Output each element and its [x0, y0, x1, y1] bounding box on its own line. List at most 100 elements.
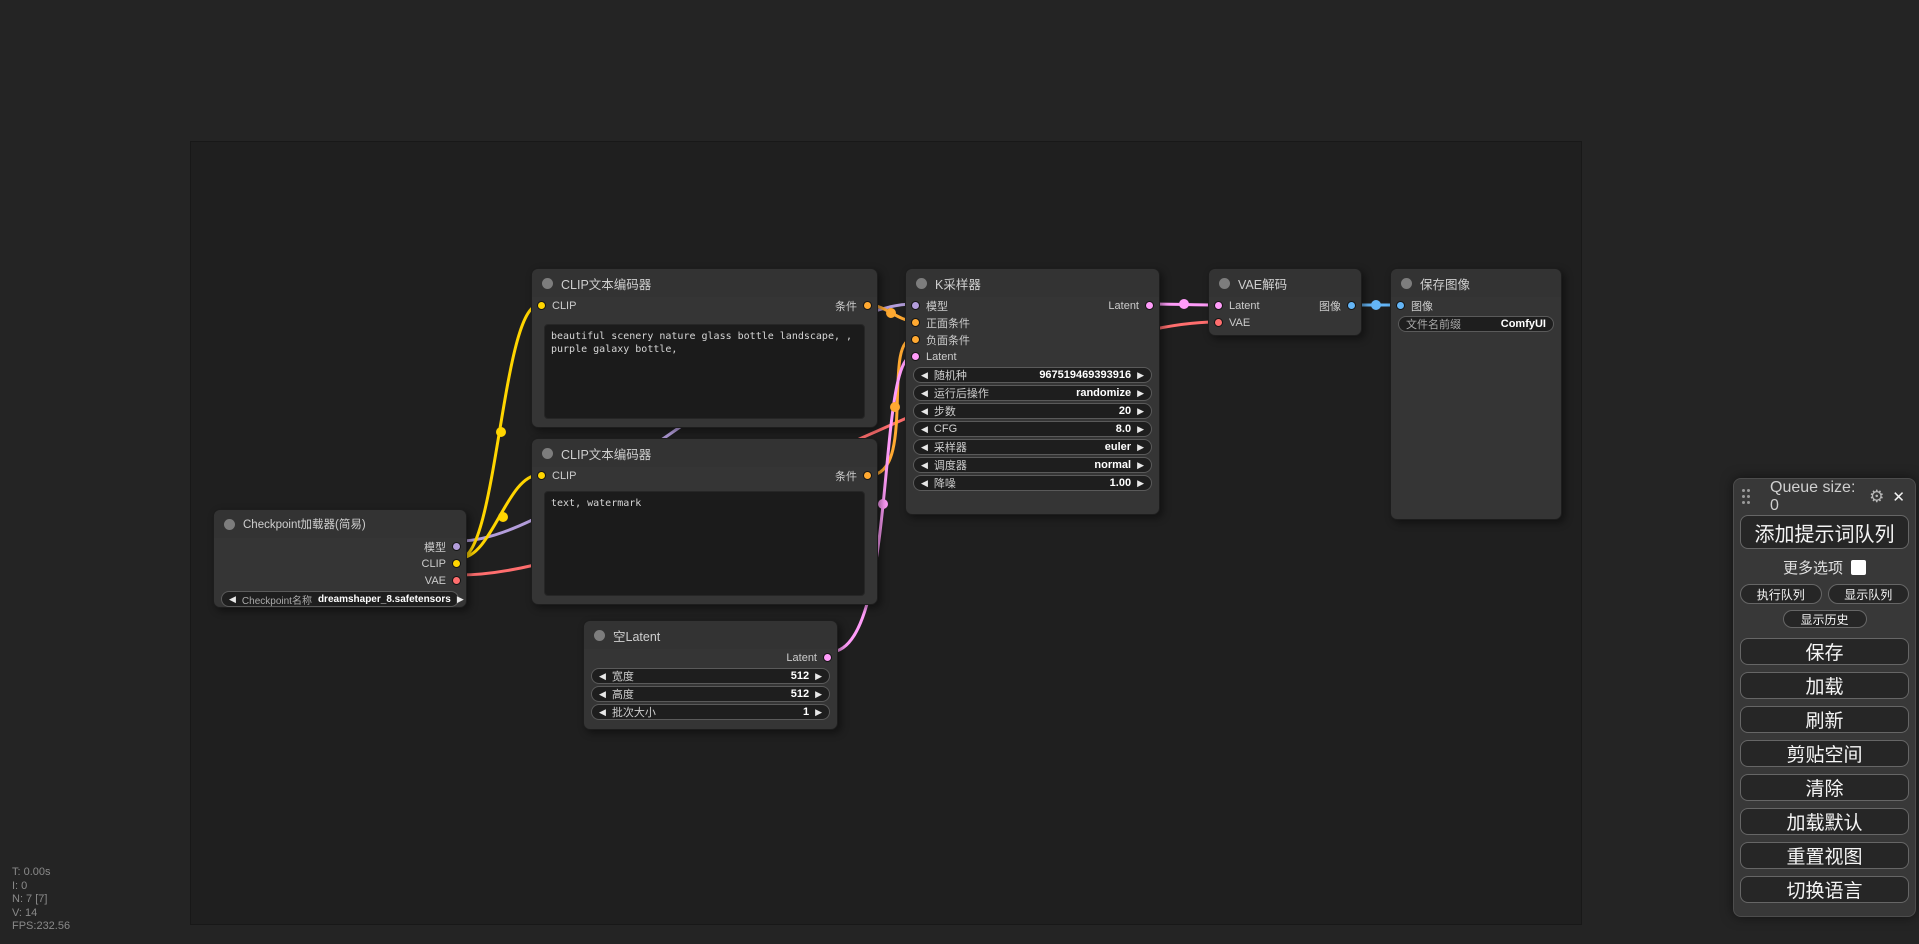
- node-clip-encode-positive[interactable]: CLIP文本编码器 CLIP 条件 beautiful scenery natu…: [531, 268, 878, 428]
- arrow-left-icon[interactable]: ◀: [599, 688, 606, 699]
- show-history-button[interactable]: 显示历史: [1782, 610, 1867, 628]
- arrow-right-icon[interactable]: ▶: [1137, 441, 1144, 452]
- filename-prefix-widget[interactable]: 文件名前缀 ComfyUI: [1398, 316, 1554, 332]
- image-port-icon[interactable]: [1396, 301, 1405, 310]
- arrow-left-icon[interactable]: ◀: [599, 670, 606, 681]
- node-vae-decode[interactable]: VAE解码 Latent 图像 VAE: [1208, 268, 1362, 336]
- collapse-dot-icon[interactable]: [1401, 277, 1412, 289]
- arrow-left-icon[interactable]: ◀: [921, 477, 928, 488]
- input-clip[interactable]: CLIP: [537, 470, 576, 482]
- output-model[interactable]: 模型: [214, 538, 466, 555]
- collapse-dot-icon[interactable]: [1219, 277, 1230, 289]
- collapse-dot-icon[interactable]: [542, 447, 553, 459]
- arrow-left-icon[interactable]: ◀: [921, 369, 928, 380]
- link-dot[interactable]: [1179, 299, 1189, 309]
- node-title-bar[interactable]: 保存图像: [1391, 269, 1561, 297]
- link-dot[interactable]: [498, 512, 508, 522]
- arrow-right-icon[interactable]: ▶: [1137, 459, 1144, 470]
- arrow-left-icon[interactable]: ◀: [921, 459, 928, 470]
- node-clip-encode-negative[interactable]: CLIP文本编码器 CLIP 条件 text, watermark: [531, 438, 878, 605]
- seed-widget[interactable]: ◀ 随机种 967519469393916 ▶: [913, 367, 1152, 383]
- input-clip[interactable]: CLIP: [537, 300, 576, 312]
- denoise-widget[interactable]: ◀ 降噪 1.00 ▶: [913, 475, 1152, 491]
- width-widget[interactable]: ◀ 宽度 512 ▶: [591, 668, 830, 684]
- link-dot[interactable]: [496, 427, 506, 437]
- extra-options-checkbox[interactable]: [1851, 559, 1866, 575]
- latent-port-icon[interactable]: [823, 653, 832, 662]
- queue-prompt-button[interactable]: 添加提示词队列: [1740, 515, 1909, 549]
- scheduler-widget[interactable]: ◀ 调度器 normal ▶: [913, 457, 1152, 473]
- node-title-bar[interactable]: 空Latent: [584, 621, 837, 649]
- close-icon[interactable]: ✕: [1892, 489, 1905, 506]
- collapse-dot-icon[interactable]: [916, 277, 927, 289]
- input-model[interactable]: 模型: [911, 298, 948, 314]
- arrow-left-icon[interactable]: ◀: [921, 423, 928, 434]
- gear-icon[interactable]: ⚙: [1869, 487, 1885, 506]
- steps-widget[interactable]: ◀ 步数 20 ▶: [913, 403, 1152, 419]
- reset-view-button[interactable]: 重置视图: [1740, 841, 1909, 869]
- output-clip[interactable]: CLIP: [214, 555, 466, 572]
- node-title-bar[interactable]: CLIP文本编码器: [532, 269, 877, 297]
- control-after-generate-widget[interactable]: ◀ 运行后操作 randomize ▶: [913, 385, 1152, 401]
- link-dot[interactable]: [886, 308, 896, 318]
- link-dot[interactable]: [878, 499, 888, 509]
- node-ksampler[interactable]: K采样器 模型 Latent 正面条件 负面条件 Latent ◀ 随机种 96…: [905, 268, 1160, 515]
- output-latent[interactable]: Latent: [1108, 300, 1154, 312]
- input-image[interactable]: 图像: [1391, 297, 1561, 314]
- run-queue-button[interactable]: 执行队列: [1740, 584, 1822, 604]
- output-image[interactable]: 图像: [1319, 298, 1356, 314]
- cfg-widget[interactable]: ◀ CFG 8.0 ▶: [913, 421, 1152, 437]
- node-checkpoint-loader[interactable]: Checkpoint加载器(简易) 模型 CLIP VAE ◀ Checkpoi…: [213, 509, 467, 608]
- drag-handle-icon[interactable]: [1742, 489, 1754, 505]
- sampler-widget[interactable]: ◀ 采样器 euler ▶: [913, 439, 1152, 455]
- link-dot[interactable]: [890, 402, 900, 412]
- node-title-bar[interactable]: CLIP文本编码器: [532, 439, 877, 467]
- arrow-right-icon[interactable]: ▶: [1137, 387, 1144, 398]
- prompt-textarea[interactable]: beautiful scenery nature glass bottle la…: [544, 324, 865, 419]
- model-port-icon[interactable]: [911, 301, 920, 310]
- input-latent[interactable]: Latent: [906, 348, 1159, 365]
- arrow-right-icon[interactable]: ▶: [815, 670, 822, 681]
- arrow-left-icon[interactable]: ◀: [921, 405, 928, 416]
- node-empty-latent[interactable]: 空Latent Latent ◀ 宽度 512 ▶ ◀ 高度 512 ▶ ◀ 批…: [583, 620, 838, 730]
- arrow-right-icon[interactable]: ▶: [1137, 405, 1144, 416]
- output-conditioning[interactable]: 条件: [835, 298, 872, 314]
- save-button[interactable]: 保存: [1740, 637, 1909, 665]
- input-latent[interactable]: Latent: [1214, 300, 1260, 312]
- collapse-dot-icon[interactable]: [594, 629, 605, 641]
- node-title-bar[interactable]: VAE解码: [1209, 269, 1361, 297]
- arrow-left-icon[interactable]: ◀: [599, 706, 606, 717]
- link-dot[interactable]: [1371, 300, 1381, 310]
- output-latent[interactable]: Latent: [584, 649, 837, 666]
- conditioning-port-icon[interactable]: [863, 471, 872, 480]
- latent-port-icon[interactable]: [1214, 301, 1223, 310]
- conditioning-port-icon[interactable]: [863, 301, 872, 310]
- arrow-left-icon[interactable]: ◀: [921, 441, 928, 452]
- toggle-language-button[interactable]: 切换语言: [1740, 875, 1909, 903]
- arrow-right-icon[interactable]: ▶: [1137, 423, 1144, 434]
- load-default-button[interactable]: 加载默认: [1740, 807, 1909, 835]
- vae-port-icon[interactable]: [1214, 318, 1223, 327]
- image-port-icon[interactable]: [1347, 301, 1356, 310]
- node-title-bar[interactable]: K采样器: [906, 269, 1159, 297]
- latent-port-icon[interactable]: [1145, 301, 1154, 310]
- arrow-left-icon[interactable]: ◀: [229, 593, 236, 604]
- arrow-right-icon[interactable]: ▶: [456, 593, 464, 604]
- arrow-right-icon[interactable]: ▶: [815, 706, 822, 717]
- node-title-bar[interactable]: Checkpoint加载器(简易): [214, 510, 466, 538]
- conditioning-port-icon[interactable]: [911, 335, 920, 344]
- clip-port-icon[interactable]: [537, 471, 546, 480]
- output-vae[interactable]: VAE: [214, 572, 466, 589]
- arrow-right-icon[interactable]: ▶: [815, 688, 822, 699]
- latent-port-icon[interactable]: [911, 352, 920, 361]
- collapse-dot-icon[interactable]: [224, 518, 235, 530]
- vae-port-icon[interactable]: [452, 576, 461, 585]
- ckpt-name-widget[interactable]: ◀ Checkpoint名称 dreamshaper_8.safetensors…: [221, 591, 464, 607]
- batch-size-widget[interactable]: ◀ 批次大小 1 ▶: [591, 704, 830, 720]
- prompt-textarea[interactable]: text, watermark: [544, 491, 865, 596]
- collapse-dot-icon[interactable]: [542, 277, 553, 289]
- node-save-image[interactable]: 保存图像 图像 文件名前缀 ComfyUI: [1390, 268, 1562, 520]
- arrow-right-icon[interactable]: ▶: [1137, 477, 1144, 488]
- clip-port-icon[interactable]: [452, 559, 461, 568]
- clip-port-icon[interactable]: [537, 301, 546, 310]
